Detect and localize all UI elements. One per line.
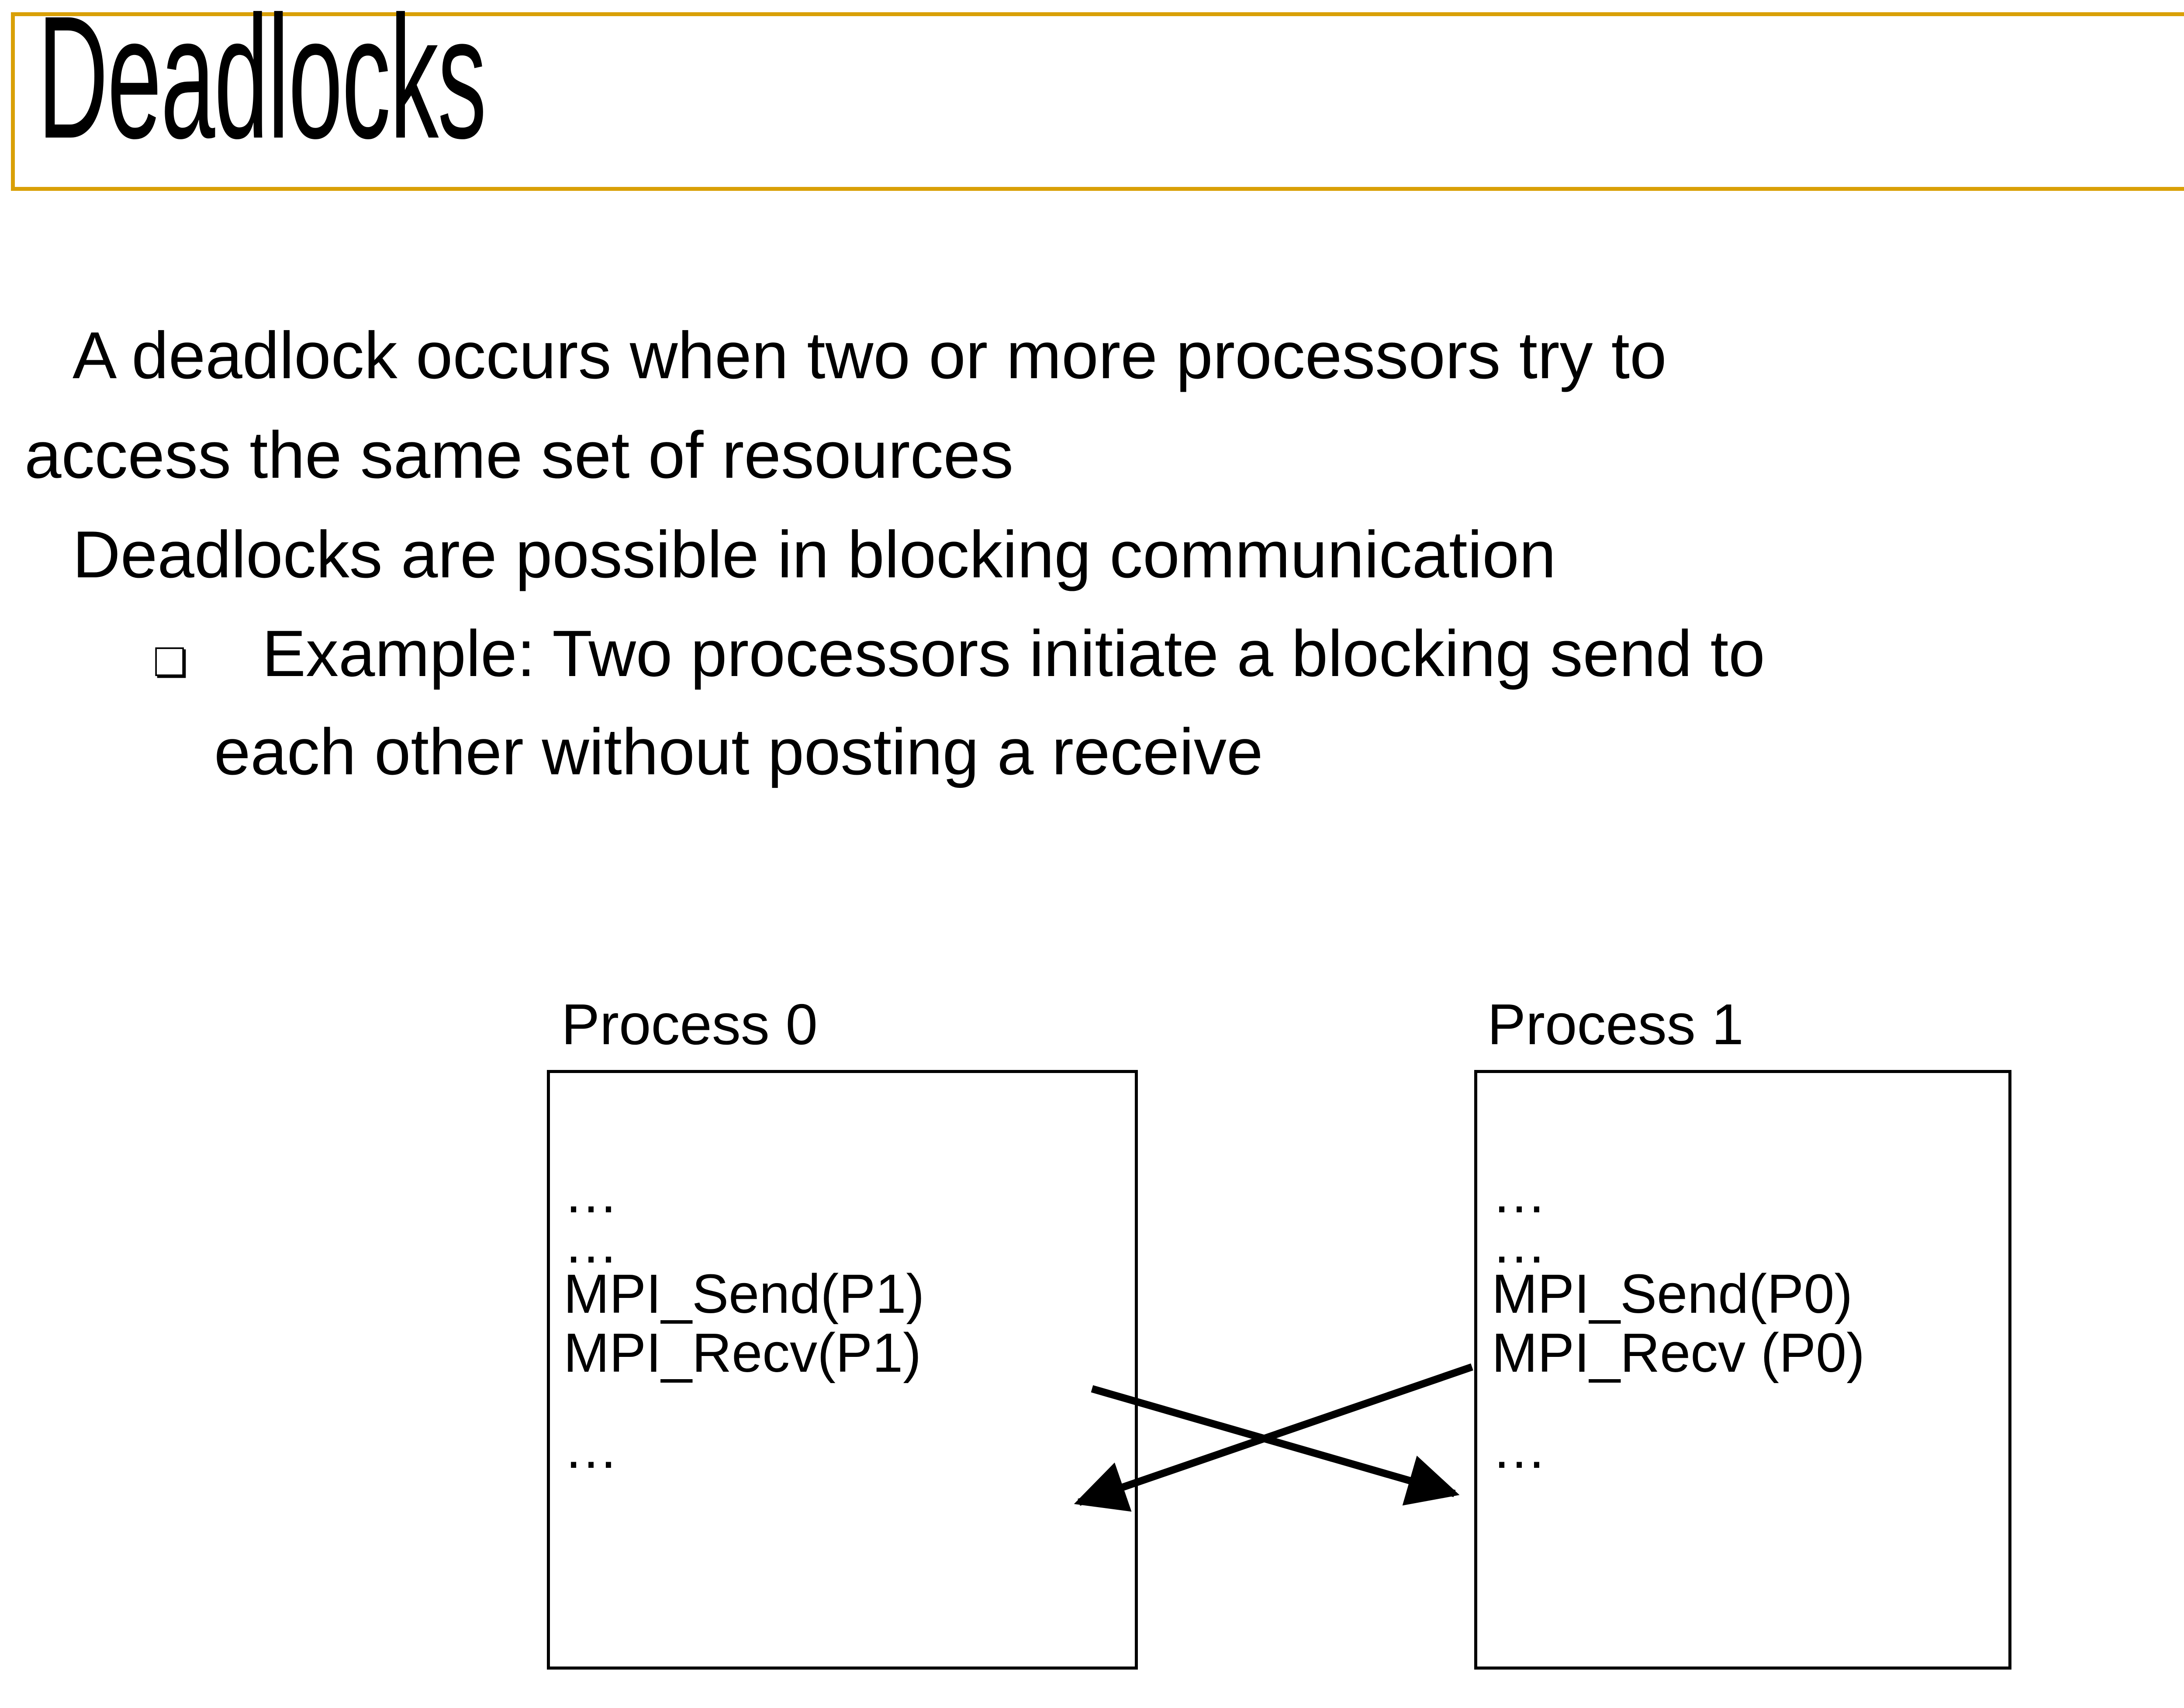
bullet-item-2: ▪Deadlocks are possible in blocking comm…: [0, 505, 2184, 604]
process-1-code-line-5: …: [1492, 1418, 1547, 1480]
process-0-label: Process 0: [561, 992, 818, 1056]
process-1-code-line-1: …: [1492, 1163, 1547, 1224]
bullet-item-1-line-2-row: access the same set of resources: [0, 405, 2184, 505]
process-1-code-line-4: MPI_Recv (P0): [1492, 1322, 1865, 1384]
arrow-p1-to-p0: [1074, 1363, 1473, 1512]
bullet-list: ▪A deadlock occurs when two or more proc…: [0, 306, 2184, 801]
bullet-item-1-line-2: access the same set of resources: [24, 418, 1014, 492]
sub-bullet-item-1: ❏Example: Two processors initiate a bloc…: [153, 617, 1765, 690]
process-0-code-line-1: …: [563, 1163, 619, 1224]
bullet-item-1-line-1: A deadlock occurs when two or more proce…: [73, 318, 1667, 393]
sub-bullet-item-1-line-2-row: each other without posting a receive: [0, 703, 2184, 801]
arrow-p0-to-p1: [1091, 1385, 1460, 1506]
bullet-item-2-line-1: Deadlocks are possible in blocking commu…: [73, 518, 1556, 592]
process-1-code-line-3: MPI_Send(P0): [1492, 1263, 1853, 1325]
process-0-code-line-4: MPI_Recv(P1): [563, 1322, 922, 1384]
process-0-code-line-5: …: [563, 1418, 619, 1480]
process-1-box: [1474, 1070, 2011, 1670]
process-1-code-line-2: …: [1492, 1213, 1547, 1274]
process-1-label: Process 1: [1487, 992, 1744, 1056]
process-0-code-line-3: MPI_Send(P1): [563, 1263, 925, 1325]
sub-bullet-item-1-line-1: Example: Two processors initiate a block…: [262, 617, 1765, 690]
process-0-box: [547, 1070, 1138, 1670]
page-title: Deadlocks: [38, 0, 487, 175]
process-0-code-line-2: …: [563, 1213, 619, 1274]
title-frame: Deadlocks: [11, 0, 2184, 191]
sub-bullet-item-1-line-2: each other without posting a receive: [214, 715, 1263, 788]
bullet-item-1: ▪A deadlock occurs when two or more proc…: [0, 306, 2184, 405]
